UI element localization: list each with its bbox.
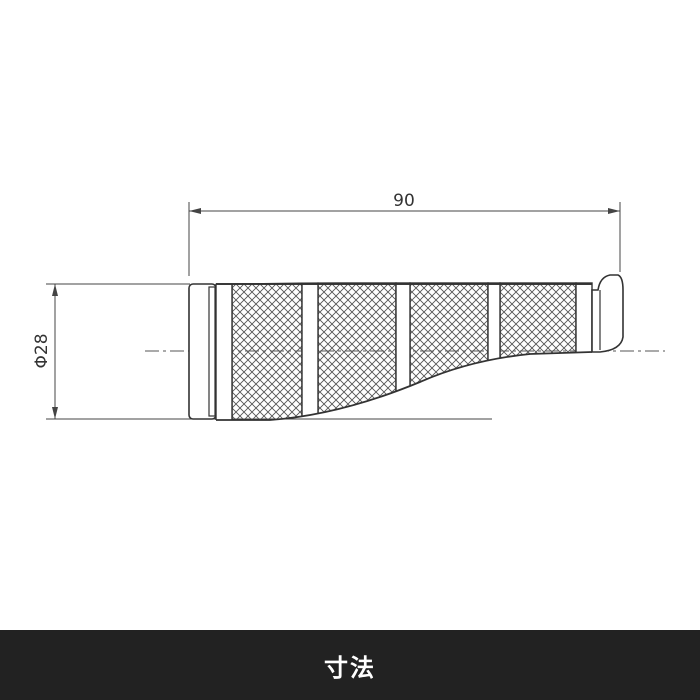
knurl-section-3 bbox=[409, 282, 489, 420]
diameter-arrow-bottom bbox=[52, 407, 58, 419]
tip-end bbox=[591, 274, 624, 353]
length-arrow-left bbox=[189, 208, 201, 214]
length-dimension-label: 90 bbox=[393, 191, 415, 211]
ring-4 bbox=[487, 282, 501, 420]
ring-1 bbox=[215, 282, 233, 420]
end-cap-groove bbox=[208, 286, 216, 417]
diameter-dimension-label: Φ28 bbox=[32, 333, 52, 368]
ring-2 bbox=[301, 282, 319, 420]
footer-bar: 寸法 bbox=[0, 630, 700, 700]
footer-title: 寸法 bbox=[324, 653, 376, 682]
grip-part bbox=[188, 274, 624, 421]
length-arrow-right bbox=[608, 208, 620, 214]
diameter-arrow-top bbox=[52, 284, 58, 296]
length-dimension bbox=[188, 202, 621, 276]
knurl-section-2 bbox=[317, 282, 397, 420]
technical-drawing: 90 Φ28 bbox=[32, 191, 665, 421]
ring-3 bbox=[395, 282, 411, 420]
knurl-section-1 bbox=[231, 282, 303, 420]
